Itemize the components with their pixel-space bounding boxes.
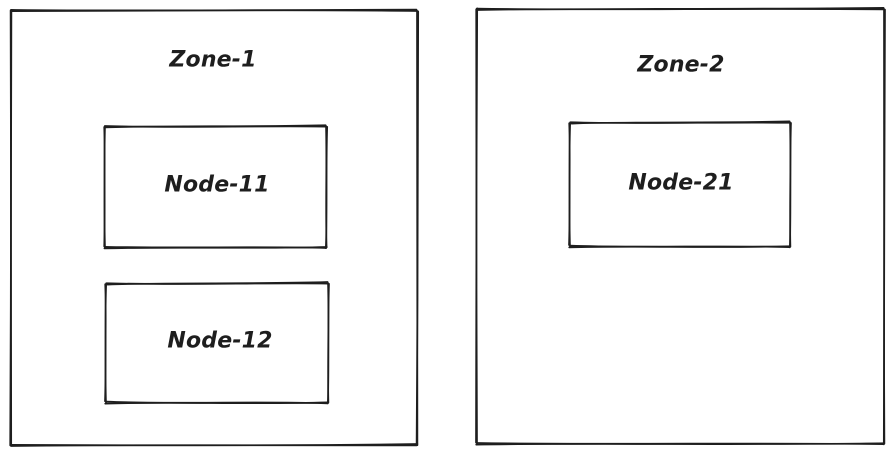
node-21-outline [568,120,792,249]
node-21-label: Node-21 [628,170,734,196]
zone-2-label: Zone-2 [637,52,725,78]
node-11-outline [103,124,329,250]
zone-2-outline [475,6,886,446]
node-12-label: Node-12 [167,328,273,354]
node-11-label: Node-11 [164,172,270,198]
node-12-box[interactable] [106,283,328,403]
zone-1-outline [9,8,420,447]
node-11-box[interactable] [104,126,326,248]
zone-1-label: Zone-1 [169,47,257,73]
node-21-box[interactable] [570,122,790,247]
node-12-outline [104,281,330,405]
